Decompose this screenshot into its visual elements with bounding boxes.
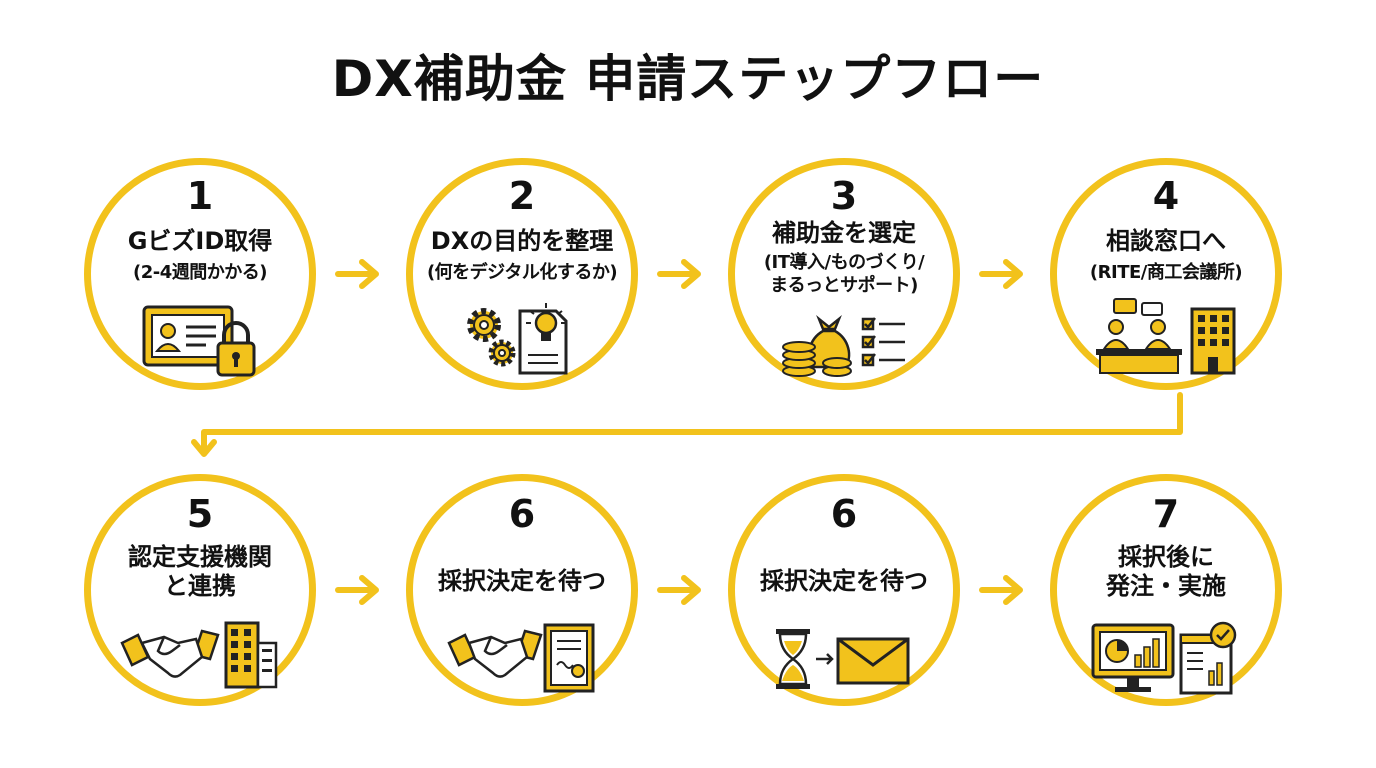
step-2-circle: 2 DXの目的を整理 (何をデジタル化するか) <box>406 158 638 390</box>
certificate-icon <box>543 623 595 693</box>
step-sublabel: (IT導入/ものづくり/ まるっとサポート) <box>741 251 947 298</box>
step-number: 2 <box>508 174 536 218</box>
gears-icon <box>467 308 516 367</box>
envelope-icon <box>836 637 910 685</box>
handshake-icon <box>120 629 220 678</box>
step-number: 4 <box>1152 174 1180 218</box>
arrow-right-icon <box>335 575 379 605</box>
step-number: 3 <box>830 174 858 218</box>
id-card-icon <box>142 305 234 367</box>
step-1-icons <box>142 305 256 377</box>
padlock-icon <box>216 321 256 377</box>
step-2-icons <box>467 303 568 375</box>
step-4-circle: 4 相談窓口へ (RITE/商工会議所) <box>1050 158 1282 390</box>
step-6a-icons <box>447 623 595 693</box>
money-bag-coins-icon <box>782 315 852 377</box>
hourglass-icon <box>776 629 810 689</box>
step-3-circle: 3 補助金を選定 (IT導入/ものづくり/ まるっとサポート) <box>728 158 960 390</box>
step-6b-circle: 6 採択決定を待つ <box>728 474 960 706</box>
step-label: GビズID取得 <box>127 227 273 255</box>
arrow-right-icon <box>657 575 701 605</box>
office-building-icon <box>224 621 278 689</box>
step-label: 採択決定を待つ <box>760 567 928 595</box>
step-label: 相談窓口へ <box>1106 227 1226 255</box>
step-6b-icons <box>776 629 910 689</box>
arrow-right-icon <box>979 259 1023 289</box>
page-title: DX補助金 申請ステップフロー <box>331 50 1045 108</box>
step-label-line: と連携 <box>164 571 236 600</box>
arrow-right-icon <box>979 575 1023 605</box>
step-5-icons <box>120 621 278 689</box>
step-sublabel-line: (IT導入/ものづくり/ <box>763 252 925 273</box>
step-sublabel: (RITE/商工会議所) <box>1089 262 1243 283</box>
step-label-line: 採択後に <box>1118 543 1214 571</box>
step-label: 認定支援機関 と連携 <box>101 543 299 601</box>
return-connector-arrow <box>191 392 1183 457</box>
arrow-right-icon <box>335 259 379 289</box>
lightbulb-document-icon <box>518 303 568 375</box>
step-label: 採択決定を待つ <box>438 567 606 595</box>
consultation-meeting-icon <box>1096 298 1182 374</box>
checklist-icon <box>861 317 905 367</box>
step-1-circle: 1 GビズID取得 (2-4週間かかる) <box>84 158 316 390</box>
step-label: DXの目的を整理 <box>430 227 614 255</box>
step-3-icons <box>782 315 905 377</box>
step-number: 1 <box>186 174 214 218</box>
step-4-icons <box>1096 298 1236 375</box>
step-label: 採択後に 発注・実施 <box>1067 543 1265 601</box>
step-label: 補助金を選定 <box>772 219 916 247</box>
monitor-chart-icon <box>1091 623 1175 692</box>
office-building-icon <box>1190 307 1236 375</box>
arrow-right-icon <box>657 259 701 289</box>
step-label-line: 認定支援機関 <box>128 543 272 571</box>
step-number: 5 <box>186 492 214 536</box>
arrow-right-icon <box>816 653 834 665</box>
step-sublabel: (何をデジタル化するか) <box>426 262 618 283</box>
step-number: 7 <box>1152 492 1180 536</box>
step-number: 6 <box>830 492 858 536</box>
step-6a-circle: 6 採択決定を待つ <box>406 474 638 706</box>
step-7-icons <box>1091 621 1237 695</box>
report-check-icon <box>1179 621 1237 695</box>
handshake-icon <box>447 629 543 678</box>
step-7-circle: 7 採択後に 発注・実施 <box>1050 474 1282 706</box>
step-5-circle: 5 認定支援機関 と連携 <box>84 474 316 706</box>
step-sublabel-line: まるっとサポート) <box>770 275 918 297</box>
step-sublabel: (2-4週間かかる) <box>133 262 267 283</box>
step-label-line: 発注・実施 <box>1106 571 1226 600</box>
step-number: 6 <box>508 492 536 536</box>
